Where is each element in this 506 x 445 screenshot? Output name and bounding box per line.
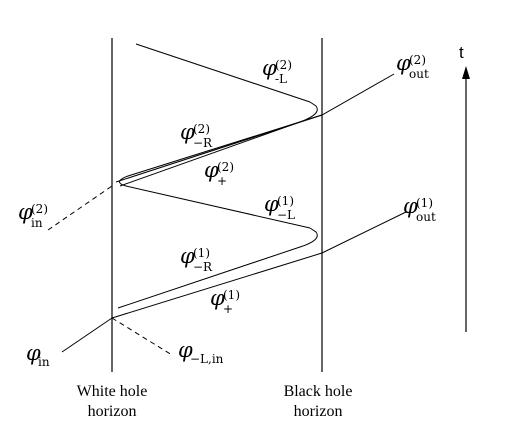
label-phi-minus-L-2-sub: -L [275, 72, 287, 86]
label-phi-in-sub: in [38, 355, 50, 369]
label-phi-minus-L-in-base: φ [178, 338, 193, 362]
white-hole-horizon-caption: White hole horizon [77, 383, 148, 420]
phi-minus-L-2-ray [135, 43, 311, 103]
label-phi-in: φ in [26, 341, 50, 369]
phi-minus-R-2-ray [119, 101, 318, 187]
white-hole-caption-line1: White hole [77, 383, 148, 400]
label-phi-in-2-sup: (2) [31, 202, 48, 216]
phi-minus-L-1-ray [119, 114, 323, 229]
black-hole-horizon-caption: Black hole horizon [284, 383, 353, 420]
label-phi-in-2-sub: in [31, 216, 43, 230]
label-phi-in-2: φ (2) in [18, 200, 48, 230]
label-phi-out-2-base: φ [396, 51, 411, 75]
phi-plus-1-ray [111, 211, 407, 319]
label-phi-minus-R-1-sup: (1) [193, 246, 210, 260]
label-phi-minus-R-2-sub: −R [193, 136, 213, 150]
label-phi-minus-R-2: φ (2) −R [180, 120, 213, 150]
label-phi-in-2-base: φ [18, 200, 33, 224]
label-phi-plus-2-sub: + [217, 174, 227, 188]
phi-minus-R-1-ray [117, 227, 318, 309]
black-hole-caption-line1: Black hole [284, 383, 353, 400]
label-phi-out-2-sub: out [409, 67, 429, 81]
label-phi-out-1: φ (1) out [403, 194, 436, 224]
phi-plus-2-ray [115, 73, 395, 183]
label-phi-plus-1-sub: + [223, 302, 233, 316]
label-phi-minus-R-1-base: φ [180, 244, 195, 268]
label-phi-minus-R-1-sub: −R [193, 260, 213, 274]
label-phi-minus-L-in: φ −L,in [178, 338, 224, 366]
label-phi-out-2-sup: (2) [409, 53, 426, 67]
label-phi-plus-1-sup: (1) [223, 288, 240, 302]
label-phi-minus-L-1-base: φ [264, 192, 279, 216]
phi-in-2-ray [47, 185, 113, 231]
label-phi-minus-L-2: φ (2) -L [262, 56, 292, 86]
label-phi-minus-L-in-sub: −L,in [190, 352, 224, 366]
label-phi-out-2: φ (2) out [396, 51, 429, 81]
label-phi-out-1-sub: out [416, 210, 436, 224]
white-hole-caption-line2: horizon [88, 403, 137, 420]
time-axis-label: t [459, 43, 464, 62]
label-phi-minus-L-1-sub: −L [277, 208, 295, 222]
label-phi-minus-L-2-sup: (2) [275, 58, 292, 72]
label-phi-minus-R-2-base: φ [180, 120, 195, 144]
label-phi-plus-2-base: φ [204, 158, 219, 182]
label-phi-minus-R-1: φ (1) −R [180, 244, 213, 274]
label-phi-plus-2: φ (2) + [204, 158, 234, 188]
label-phi-minus-R-2-sup: (2) [193, 122, 210, 136]
label-phi-out-1-sup: (1) [416, 196, 433, 210]
label-phi-plus-1-base: φ [210, 286, 225, 310]
phi-in-ray [61, 317, 113, 353]
label-phi-plus-2-sup: (2) [217, 160, 234, 174]
time-axis-arrowhead [462, 66, 470, 79]
label-phi-minus-L-1: φ (1) −L [264, 192, 295, 222]
label-phi-plus-1: φ (1) + [210, 286, 240, 316]
black-hole-caption-line2: horizon [294, 403, 343, 420]
label-phi-out-1-base: φ [403, 194, 418, 218]
label-phi-minus-L-2-base: φ [262, 56, 277, 80]
phi-minus-L-in-ray [111, 317, 173, 356]
label-phi-minus-L-1-sup: (1) [277, 194, 294, 208]
label-phi-in-base: φ [26, 341, 41, 365]
